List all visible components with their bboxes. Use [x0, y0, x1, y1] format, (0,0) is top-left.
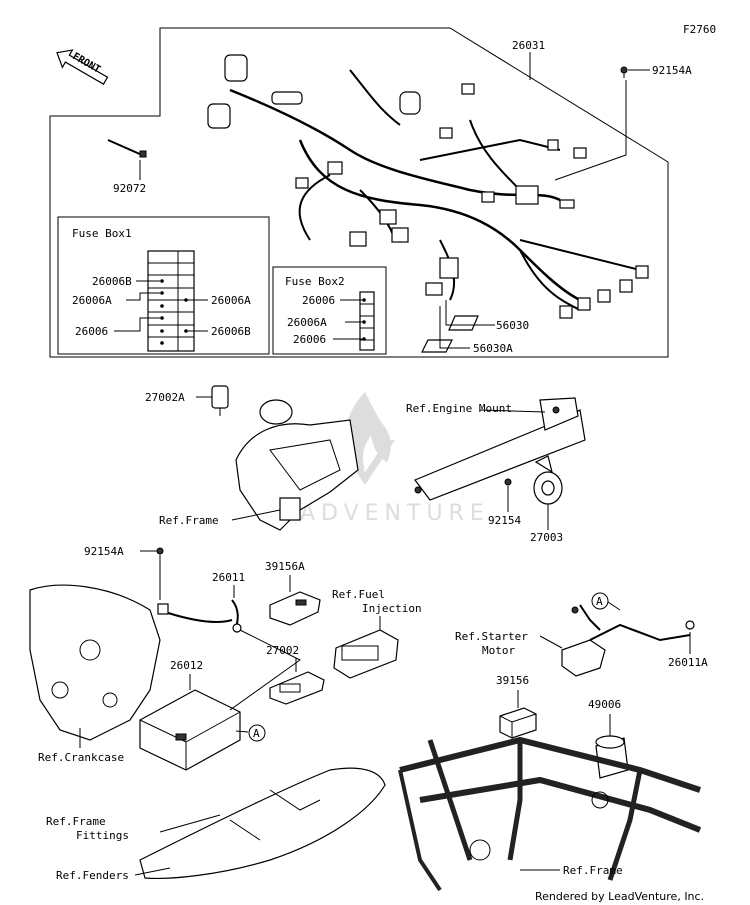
relay-27002A: [211, 385, 229, 416]
fuse-box1-title: Fuse Box1: [72, 227, 132, 240]
part-26011A-label: 26011A: [668, 656, 708, 669]
part-56030A-label: 56030A: [473, 342, 513, 355]
ref-crankcase-label: Ref.Crankcase: [38, 751, 124, 764]
fuse-box2-26006A-label: 26006A: [287, 316, 327, 329]
leader-56030: [445, 300, 495, 326]
part-39156-label: 39156: [496, 674, 529, 687]
ref-fuel-injection-label-2: Injection: [362, 602, 422, 615]
bolt-92154A-bottom: [156, 547, 164, 555]
watermark-logo: ADVENTURE: [300, 392, 490, 526]
callout-a-left-label: A: [253, 727, 260, 740]
ecu-fuel-injection: [333, 629, 399, 679]
horn-27003: [533, 455, 563, 505]
bolt-92154A-top: [620, 66, 628, 78]
crankcase-drawing: [29, 584, 161, 741]
part-92072-label: 92072: [113, 182, 146, 195]
leader-frame-fittings: [159, 814, 221, 833]
engine-mount-drawing: [414, 397, 586, 501]
ref-starter-motor-label-2: Motor: [482, 644, 515, 657]
leader-26006A-left: [126, 292, 160, 301]
part-27002A-label: 27002A: [145, 391, 185, 404]
part-39156A-label: 39156A: [265, 560, 305, 573]
fuse-box2-26006-label: 26006: [302, 294, 335, 307]
rear-frame-drawing: [398, 736, 702, 892]
fuse-box2-drawing: [359, 291, 375, 351]
callout-a-right-label: A: [596, 595, 603, 608]
part-92154A-top-label: 92154A: [652, 64, 692, 77]
ref-frame-fittings-label-2: Fittings: [76, 829, 129, 842]
relay-39156: [499, 707, 537, 739]
fuse-box2-title: Fuse Box2: [285, 275, 345, 288]
leader-battery-cable: [229, 629, 301, 711]
battery-26012: [139, 689, 241, 771]
part-56030-label: 56030: [496, 319, 529, 332]
fuse-box1-26006B-right-label: 26006B: [211, 325, 251, 338]
fuse-box2-frame: [272, 266, 387, 355]
diagram-code: F2760: [683, 23, 716, 36]
cap-49006: [595, 735, 629, 779]
main-harness-drawing: [207, 54, 649, 319]
leader-56030A: [439, 306, 470, 349]
fuse-box1-drawing: [147, 250, 195, 352]
part-92154-label: 92154: [488, 514, 521, 527]
ref-fenders-label: Ref.Fenders: [56, 869, 129, 882]
fuse-box1-frame: [57, 216, 270, 355]
ref-frame-top-label: Ref.Frame: [159, 514, 219, 527]
part-49006-label: 49006: [588, 698, 621, 711]
callout-a-left: [248, 724, 266, 742]
fuse-box1-26006-left-label: 26006: [75, 325, 108, 338]
part-27002-label: 27002: [266, 644, 299, 657]
cable-tie-92072: [107, 139, 147, 158]
part-26031-label: 26031: [512, 39, 545, 52]
frame-head-drawing: [235, 399, 359, 531]
relay-27002: [269, 671, 325, 705]
part-92154A-bottom-label: 92154A: [84, 545, 124, 558]
ground-cable-26011: [157, 599, 242, 633]
part-27003-label: 27003: [530, 531, 563, 544]
credit-text: Rendered by LeadVenture, Inc.: [535, 890, 704, 903]
fuse-box1-26006A-right-label: 26006A: [211, 294, 251, 307]
leader-fenders: [134, 867, 171, 876]
part-26012-label: 26012: [170, 659, 203, 672]
harness-panel-outline: [49, 27, 669, 358]
callout-a-right: [591, 592, 609, 610]
relay-39156A: [269, 591, 321, 626]
part-26011-label: 26011: [212, 571, 245, 584]
fuse-box1-26006A-left-label: 26006A: [72, 294, 112, 307]
front-arrow-icon: [56, 49, 109, 85]
leader-starter-motor: [539, 635, 563, 649]
fuse-box1-26006B-left-label: 26006B: [92, 275, 132, 288]
ref-frame-bottom-label: Ref.Frame: [563, 864, 623, 877]
ref-fuel-injection-label-1: Ref.Fuel: [332, 588, 385, 601]
leader-engine-mount: [479, 409, 546, 413]
starter-relay-26011A: [561, 604, 695, 677]
fuse-box2-26006b-label: 26006: [293, 333, 326, 346]
ref-frame-fittings-label-1: Ref.Frame: [46, 815, 106, 828]
leader-callout-a-left: [235, 730, 249, 733]
bolt-92154: [504, 478, 512, 486]
leader-ref-frame-top: [231, 509, 281, 521]
leader-92154A-top-harness: [554, 80, 627, 181]
ref-engine-mount-label: Ref.Engine Mount: [406, 402, 512, 415]
cover-56030: [421, 315, 479, 353]
fender-drawing: [139, 767, 386, 880]
ref-starter-motor-label-1: Ref.Starter: [455, 630, 528, 643]
leader-26006-left: [114, 317, 160, 332]
leader-callout-a-right: [607, 601, 621, 611]
watermark-text: ADVENTURE: [300, 501, 490, 526]
